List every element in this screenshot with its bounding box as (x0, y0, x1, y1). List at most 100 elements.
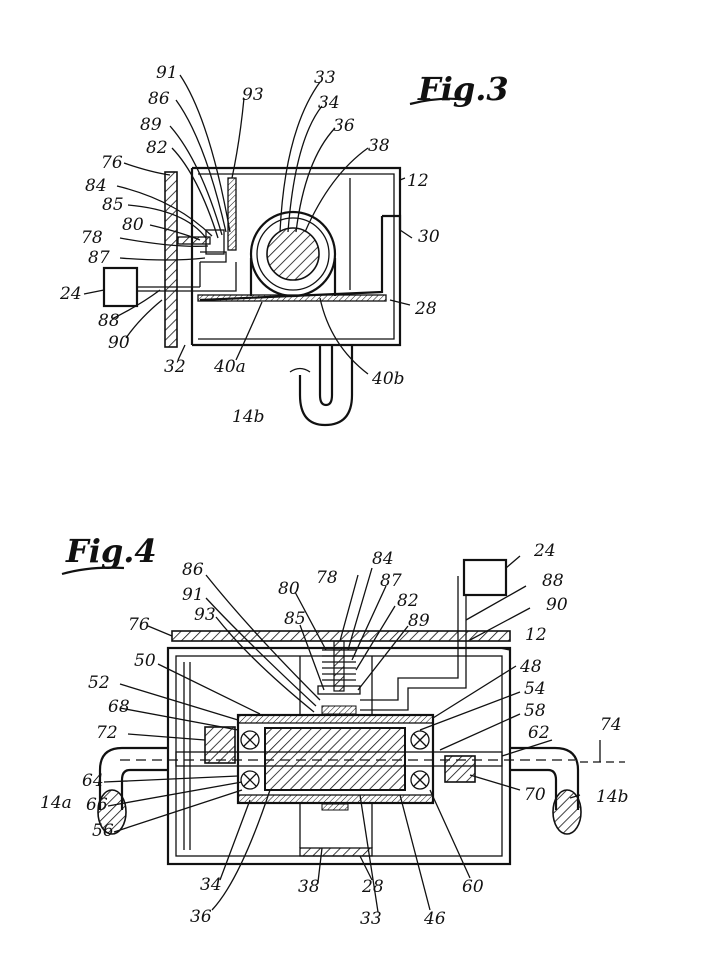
fig4-block-72 (204, 726, 236, 764)
fig4-pedestal (299, 803, 373, 848)
fig4-label-14a: 14a (40, 793, 72, 813)
fig3-label-87: 87 (88, 248, 110, 268)
fig4-handle-right (510, 746, 580, 810)
fig3-plate-93 (227, 177, 237, 251)
fig4-wire-88 (360, 576, 459, 701)
fig4-label-33: 33 (360, 909, 382, 929)
fig4-label-74: 74 (600, 715, 622, 735)
fig4-label-85: 85 (284, 609, 306, 629)
fig3-label-80: 80 (122, 215, 144, 235)
fig4-label-76: 76 (128, 615, 150, 635)
fig3-spring (200, 251, 227, 263)
fig4-base-38 (299, 847, 373, 857)
fig4-label-52: 52 (88, 673, 110, 693)
fig3-label-40b: 40b (371, 369, 405, 389)
fig4-handle-left (98, 746, 168, 810)
fig3-actuator-rod (177, 236, 211, 245)
fig3-label-40a: 40a (213, 357, 246, 377)
fig3-wire-90 (137, 262, 237, 292)
fig3-label-36: 36 (333, 116, 355, 136)
fig4-spring (322, 649, 356, 681)
fig3-label-28: 28 (414, 299, 437, 319)
fig4-label-56: 56 (92, 821, 114, 841)
fig4-label-60: 60 (462, 877, 484, 897)
fig3-label-38: 38 (368, 136, 390, 156)
fig4-leader-lines (103, 555, 581, 913)
fig3-title-underline (409, 97, 471, 106)
fig4-label-58: 58 (524, 701, 546, 721)
fig4-label-78: 78 (316, 568, 338, 588)
fig3-label-34: 34 (318, 93, 340, 113)
fig3-rotor-shaft (266, 227, 320, 281)
fig3-leader-lines (83, 74, 413, 375)
fig3-sleeve-legs (249, 258, 337, 296)
fig4-label-36: 36 (190, 907, 212, 927)
figure-4: Fig.4 (61, 532, 625, 913)
fig4-label-91: 91 (182, 585, 204, 605)
fig4-label-66: 66 (86, 795, 108, 815)
fig3-label-84: 84 (85, 176, 107, 196)
fig4-pad (321, 803, 349, 811)
fig4-block-70 (444, 755, 476, 783)
fig3-label-24: 24 (59, 284, 82, 304)
fig4-label-12: 12 (525, 625, 547, 645)
fig4-switch-guides (299, 656, 373, 715)
fig4-label-38: 38 (298, 877, 320, 897)
fig4-label-62: 62 (528, 723, 550, 743)
fig4-housing-shade (183, 662, 191, 850)
fig4-label-48: 48 (519, 657, 542, 677)
fig4-label-93: 93 (194, 605, 216, 625)
fig3-label-82: 82 (146, 138, 168, 158)
fig3-label-76: 76 (101, 153, 123, 173)
fig3-title: Fig.3 (417, 70, 509, 108)
fig4-label-84: 84 (372, 549, 394, 569)
fig3-housing (192, 166, 402, 347)
fig3-sensor-box (102, 266, 139, 308)
fig4-plunger (333, 640, 345, 692)
figure-3: Fig.3 (83, 70, 509, 427)
fig4-sensor-box (462, 558, 508, 597)
fig4-contact (321, 705, 357, 715)
fig4-labels: 86 91 93 80 85 78 84 87 82 89 24 88 90 7… (40, 541, 629, 929)
fig4-label-72: 72 (96, 723, 118, 743)
fig3-label-14b: 14b (232, 407, 265, 427)
fig4-label-87: 87 (380, 571, 402, 591)
fig4-sleeve-top (237, 714, 434, 724)
fig4-wire-90 (360, 595, 467, 711)
fig4-label-50: 50 (134, 651, 156, 671)
fig3-label-78: 78 (81, 228, 103, 248)
fig4-label-24: 24 (533, 541, 556, 561)
fig3-hook (298, 345, 354, 427)
fig4-handle-left-end (97, 789, 127, 835)
fig3-sleeve-inner (256, 217, 330, 291)
fig4-label-68: 68 (108, 697, 130, 717)
fig3-wire-88 (137, 262, 201, 288)
fig3-label-91: 91 (156, 63, 178, 83)
fig4-handle-right-end (552, 789, 582, 835)
fig4-title: Fig.4 (65, 532, 157, 570)
fig3-label-93: 93 (242, 85, 264, 105)
fig4-label-34: 34 (200, 875, 222, 895)
fig4-label-90: 90 (546, 595, 568, 615)
fig4-label-80: 80 (278, 579, 300, 599)
fig3-label-90: 90 (108, 333, 130, 353)
fig3-label-12: 12 (407, 171, 429, 191)
fig4-label-28: 28 (361, 877, 384, 897)
fig4-label-46: 46 (423, 909, 446, 929)
fig4-label-70: 70 (524, 785, 546, 805)
fig4-label-86: 86 (182, 560, 204, 580)
fig4-sleeve-bottom (237, 794, 434, 804)
fig4-title-underline (61, 566, 125, 576)
fig3-label-33: 33 (314, 68, 336, 88)
fig4-label-89: 89 (408, 611, 430, 631)
fig4-bearings (240, 730, 430, 790)
fig3-labels: 91 86 89 82 76 84 85 80 78 87 24 88 90 3… (59, 63, 440, 427)
fig4-label-88: 88 (542, 571, 564, 591)
fig4-switch-plate (317, 685, 361, 695)
fig4-rotor (264, 727, 406, 791)
fig4-label-14b: 14b (596, 787, 629, 807)
fig4-label-54: 54 (524, 679, 546, 699)
fig4-label-64: 64 (82, 771, 104, 791)
fig3-label-89: 89 (140, 115, 162, 135)
